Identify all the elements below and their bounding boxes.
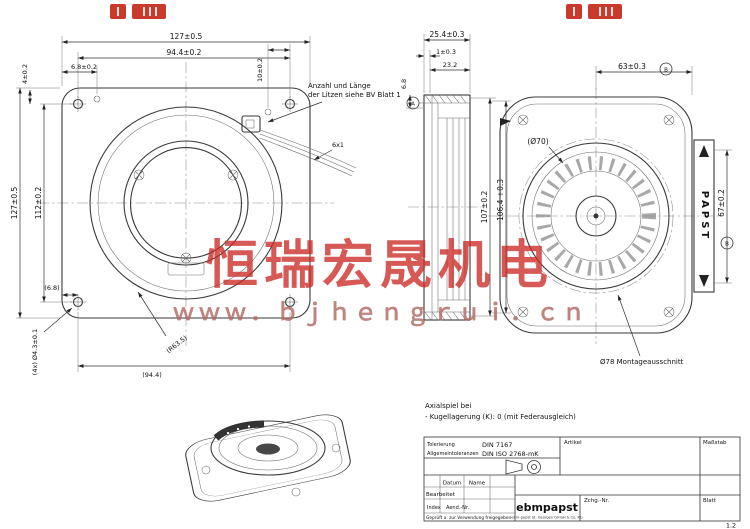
- dim-front-hole-left: 4±0.2: [21, 64, 29, 84]
- rear-screws: [517, 114, 675, 318]
- dim-front-height: 127±0.5: [10, 187, 19, 220]
- strut-screws: [133, 169, 239, 264]
- mounting-holes: [70, 95, 298, 310]
- datum-b-balloon: [720, 236, 734, 250]
- watermark-badge: [566, 4, 582, 19]
- brand-vertical-label: PAPST: [699, 191, 710, 242]
- axial-note-line2: - Kugellagerung (K): 0 (mit Federausglei…: [425, 413, 576, 421]
- dim-front-bolt-h: 94.4±0.2: [167, 48, 202, 57]
- allgemeintoleranzen-value: DIN ISO 2768-mK: [482, 450, 539, 458]
- index-label: Index: [427, 505, 441, 511]
- watermark-badge: [110, 4, 126, 19]
- mounting-cutout-circle: [518, 138, 674, 294]
- brand-band: PAPST: [693, 139, 715, 293]
- front-view: 127±0.5 94.4±0.2 6.8±0.2 10±0.2 4±0.2 12…: [10, 32, 401, 379]
- dim-side-inner: 23.2: [443, 61, 457, 69]
- flange-outline: [61, 87, 311, 319]
- axial-note: Axialspiel bei - Kugellagerung (K): 0 (m…: [425, 402, 576, 421]
- bearbeitet-label: Bearbeitet: [426, 492, 456, 498]
- dim-front-width: 127±0.5: [170, 32, 203, 41]
- dim-front-radius: (R63.5): [165, 334, 189, 355]
- wire-note-line2: der Litzen siehe BV Blatt 1: [308, 91, 401, 99]
- dim-front-offset: 6.8±0.2: [71, 63, 97, 71]
- blatt-label: Blatt: [703, 498, 717, 504]
- datum-b-label: B: [725, 242, 729, 248]
- zchg-nr-label: Zchg.-Nr.: [584, 498, 609, 504]
- tolerierung-value: DIN 7167: [482, 441, 512, 449]
- dim-rear-dia70: (Ø70): [527, 137, 548, 146]
- datum-a-label: A: [411, 102, 415, 108]
- watermark-badge: [132, 4, 166, 19]
- arrow-up-icon: [699, 145, 709, 157]
- inlet-ring: [123, 140, 249, 266]
- dim-front-bolt-v: 112±0.2: [34, 187, 43, 220]
- dim-front-ref944: (94.4): [142, 371, 162, 379]
- inlet-spinner: [130, 147, 242, 259]
- dim-rear-cutout: Ø78 Montageausschnitt: [600, 358, 684, 366]
- isometric-view: [185, 414, 351, 502]
- datum-b-label: B: [664, 68, 668, 74]
- dim-side-depth: 25.4±0.3: [430, 30, 465, 39]
- projection-symbol-icon: [505, 459, 541, 475]
- axial-note-line1: Axialspiel bei: [425, 402, 471, 410]
- company-name: ebm-papst St. Georgen GmbH & Co. KG: [511, 516, 583, 520]
- title-block: Tolerierung DIN 7167 Allgemeintoleranzen…: [423, 436, 741, 529]
- freigabe-note: Geprüft u. zur Verwendung freigegeben: [426, 515, 512, 521]
- rotor-hub: [575, 195, 617, 237]
- aend-nr-label: Aend.-Nr.: [446, 505, 469, 511]
- name-column-label: Name: [469, 481, 486, 487]
- wire-count-label: 6x1: [332, 141, 344, 149]
- tolerierung-label: Tolerierung: [426, 442, 455, 448]
- datum-b-balloon: [659, 62, 673, 76]
- watermark-badge: [588, 4, 622, 19]
- wire-note-line1: Anzahl und Länge: [308, 82, 371, 90]
- corner-note: 1.2: [726, 522, 736, 529]
- dim-rear-67: 67±0.2: [717, 189, 726, 217]
- side-outline: [423, 94, 471, 321]
- marking-flag-icon: [500, 118, 511, 134]
- rear-housing: [499, 96, 693, 334]
- allgemeintoleranzen-label: Allgemeintoleranzen: [427, 451, 479, 457]
- dim-side-68: 6.8: [400, 79, 408, 89]
- datum-column-label: Datum: [443, 481, 462, 487]
- iso-logo-band: [213, 420, 265, 441]
- dim-front-holes: (4x) Ø4.3±0.1: [31, 329, 39, 375]
- scroll-circle: [89, 106, 283, 300]
- iso-hub: [256, 443, 280, 455]
- dim-front-hole-top: 10±0.2: [256, 58, 264, 82]
- dim-front-ref68: (6.8): [44, 284, 59, 292]
- hatch: [424, 94, 467, 321]
- artikel-label: Artikel: [564, 440, 582, 446]
- rear-view: PAPST 63±0.3 B 67±0.2 B (Ø70) Ø78 Montag…: [488, 62, 734, 366]
- massstab-label: Maßstab: [703, 440, 727, 446]
- arrow-down-icon: [699, 275, 709, 287]
- side-view: A 25.4±0.3 1±0.3 23.2 6.8 107±0.2 106.4 …: [400, 30, 511, 321]
- impeller-blades: [536, 156, 656, 276]
- ebmpapst-logo: ebmpapst: [516, 501, 578, 514]
- lead-wires: [241, 115, 357, 177]
- dim-side-gap: 1±0.3: [436, 48, 456, 56]
- dim-side-107: 107±0.2: [480, 191, 489, 224]
- dim-rear-63: 63±0.3: [618, 62, 646, 71]
